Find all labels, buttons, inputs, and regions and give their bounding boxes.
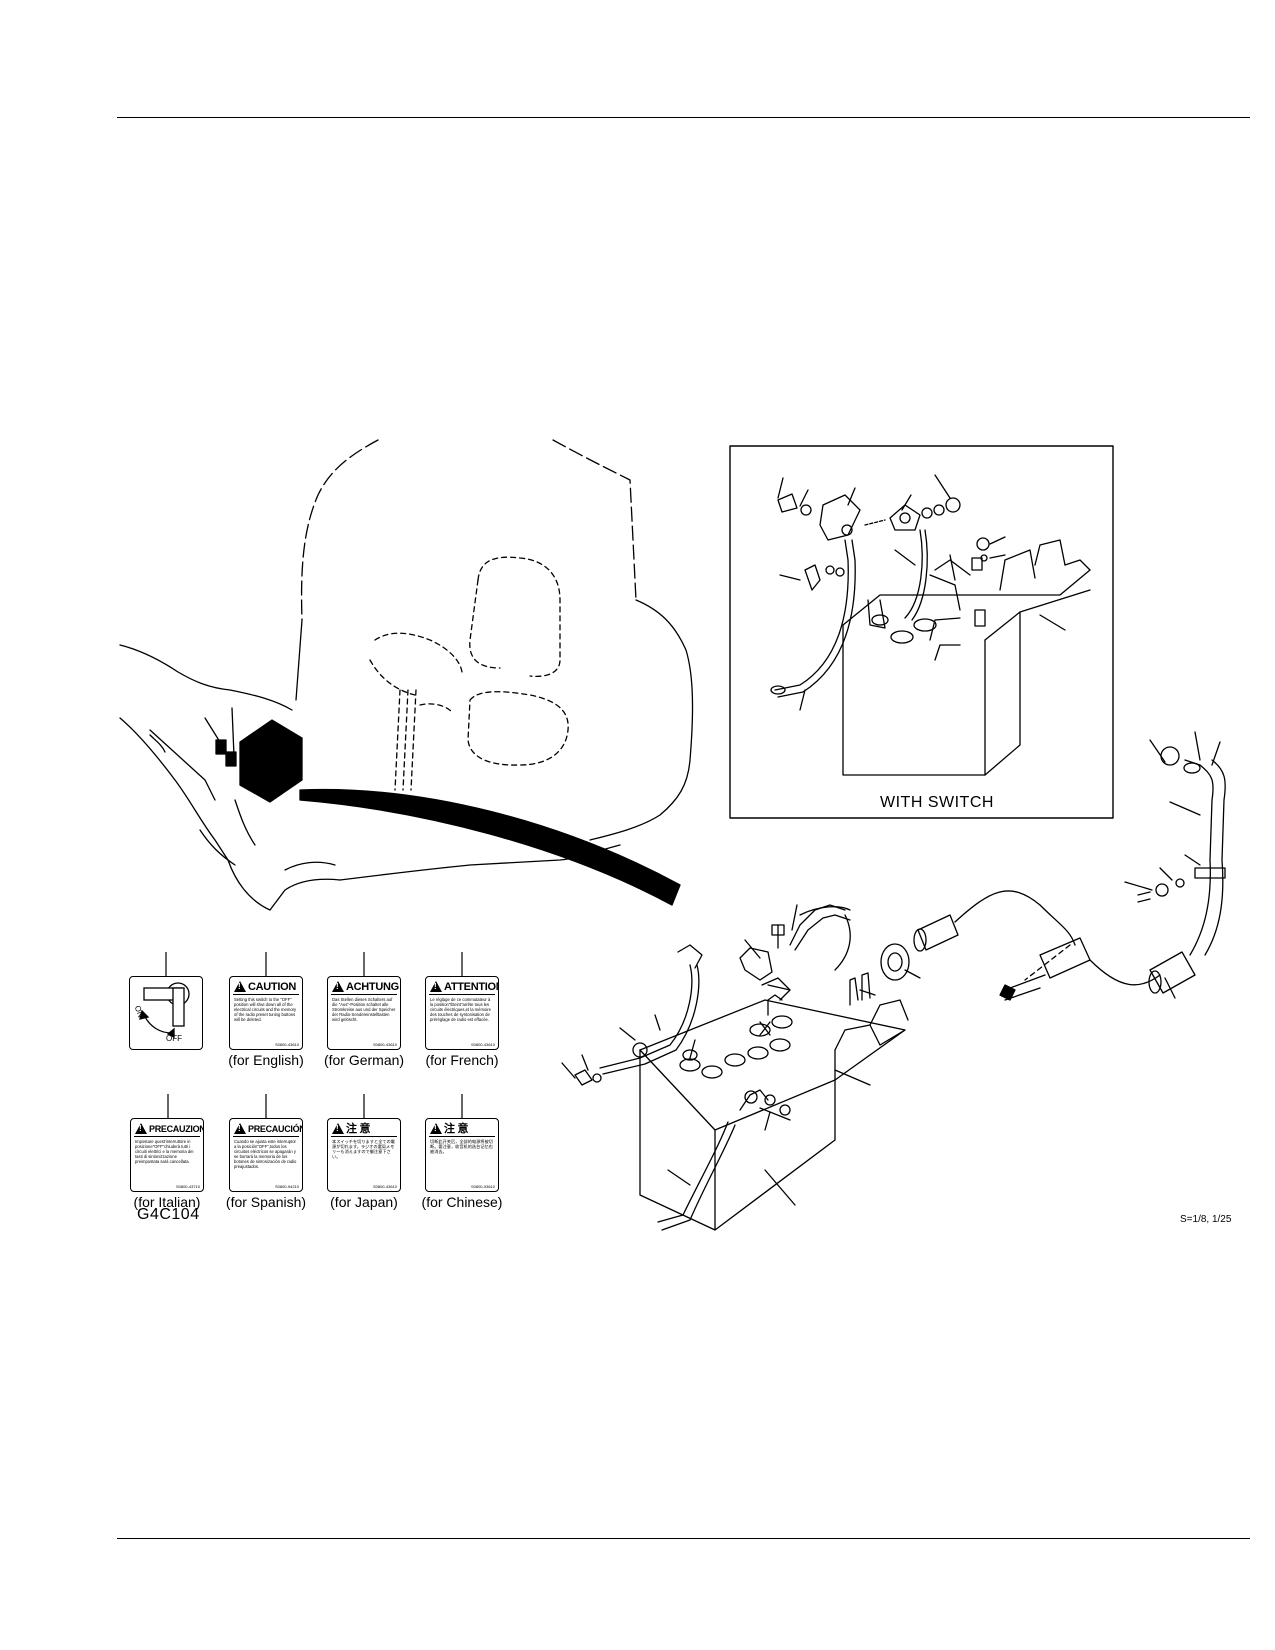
decal-part-code: S0800-93610: [470, 1184, 495, 1189]
detail-pointer: [299, 788, 681, 906]
decal-part-code: S0800-43710: [175, 1184, 200, 1189]
warning-triangle-icon: [332, 1123, 344, 1134]
decal-header-text: ACHTUNG: [346, 980, 399, 993]
decal-header: PRECAUZIONE: [134, 1121, 203, 1137]
decal-part-code: S0800-94210: [274, 1184, 299, 1189]
switch-decal: ON OFF: [129, 976, 203, 1050]
seat-outline: [369, 556, 569, 791]
decal-caption: (for German): [323, 1052, 405, 1068]
decal-header: CAUTION: [233, 979, 299, 995]
decal-header-text: ATTENTION: [444, 980, 499, 993]
decal-italian: PRECAUZIONE Impostare quest'interruttore …: [130, 1118, 204, 1192]
switch-off-label: OFF: [166, 1034, 182, 1043]
decal-body-text: Das Stellen dieses Schalters auf die "Au…: [332, 997, 396, 1022]
decal-part-code: S0800-43610: [470, 1042, 495, 1047]
decal-header-text: CAUTION: [248, 980, 297, 993]
decal-header: ATTENTION: [429, 979, 498, 995]
decal-body-text: Le réglage de ce commutateur à la positi…: [430, 997, 491, 1022]
decal-caption: (for Italian): [133, 1194, 201, 1210]
decal-caption: (for English): [228, 1052, 304, 1068]
decal-header: PRECAUCIÓN: [233, 1121, 302, 1137]
switch-location-marker: [239, 719, 303, 803]
decal-body-text: Impostare quest'interruttore in posizion…: [135, 1139, 194, 1164]
rotary-switch-icon: [139, 982, 190, 1039]
battery-leader-lines: [561, 731, 1221, 1206]
warning-triangle-icon: [234, 1123, 246, 1134]
inset-battery: [842, 539, 1091, 776]
warning-triangle-icon: [430, 1123, 442, 1134]
inset-title: WITH SWITCH: [880, 794, 994, 811]
decal-header: ACHTUNG: [331, 979, 399, 995]
decal-caption: (for French): [425, 1052, 499, 1068]
decal-header: 注 意: [331, 1121, 397, 1137]
decal-caption: (for Japan): [330, 1194, 398, 1210]
decal-part-code: S0800-43610: [274, 1042, 299, 1047]
decal-caption: (for Spanish): [225, 1194, 307, 1210]
decal-part-code: S0800-43610: [372, 1042, 397, 1047]
decal-header-text: 注 意: [346, 1122, 371, 1135]
warning-triangle-icon: [234, 981, 246, 992]
warning-triangle-icon: [430, 981, 442, 992]
battery-main: [639, 972, 909, 1231]
decal-header-text: PRECAUZIONE: [149, 1123, 203, 1134]
decal-header: 注 意: [429, 1121, 495, 1137]
decal-caption: (for Chinese): [421, 1194, 503, 1210]
decal-body-text: Cuando se ajusta este interruptor a la p…: [234, 1139, 297, 1169]
decal-german: ACHTUNG Das Stellen dieses Schalters auf …: [327, 976, 401, 1050]
inset-leader-lines: [777, 474, 1066, 711]
scale-note: S=1/8, 1/25: [1180, 1214, 1232, 1225]
decal-part-code: S0800-43610: [372, 1184, 397, 1189]
footer-rule: [117, 1538, 1250, 1539]
decal-english: CAUTION Setting this switch to the "OFF" …: [229, 976, 303, 1050]
decal-japan: 注 意本スイッチを切りますと全ての電源が切れます。ラジオの選局メモリーも消えます…: [327, 1118, 401, 1192]
decal-french: ATTENTION Le réglage de ce commutateur à …: [425, 976, 499, 1050]
warning-triangle-icon: [332, 981, 344, 992]
warning-triangle-icon: [135, 1123, 147, 1134]
decal-spanish: PRECAUCIÓN Cuando se ajusta este interrup…: [229, 1118, 303, 1192]
decal-header-text: PRECAUCIÓN: [248, 1123, 303, 1134]
decal-body-text: 切断此开关后，全部的电源将被切断。要注意，收音机的选台记忆也被消去。: [430, 1139, 493, 1154]
inset-frame: [729, 445, 1114, 819]
decal-header-text: 注 意: [444, 1122, 469, 1135]
inset-switch-parts: [770, 493, 990, 698]
figure-code: G4C104: [137, 1206, 200, 1223]
battery-cables: [574, 746, 1226, 1086]
header-rule: [117, 117, 1250, 118]
decal-body-text: 本スイッチを切りますと全ての電源が切れます。ラジオの選局メモリーも消えますので御…: [332, 1139, 395, 1159]
decal-body-text: Setting this switch to the "OFF" positio…: [234, 997, 297, 1022]
machine-cab-outline: [119, 439, 694, 911]
